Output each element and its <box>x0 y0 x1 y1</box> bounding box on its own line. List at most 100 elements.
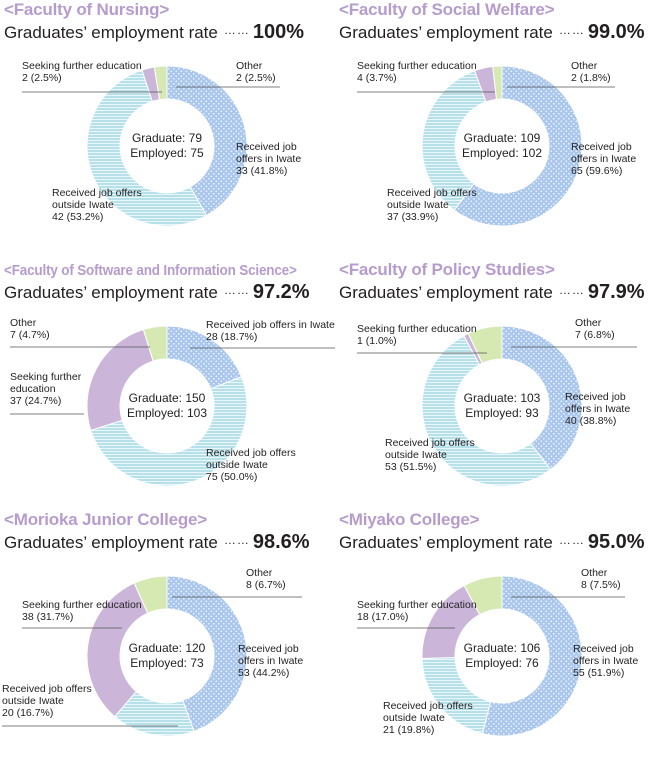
employment-rate-label: Graduates’ employment rate <box>4 533 218 552</box>
slice-label-further: 1 (1.0%) <box>357 335 397 347</box>
slice-iwate <box>481 575 583 737</box>
slice-label-other: Other <box>571 60 598 72</box>
slice-label-iwate: 53 (44.2%) <box>238 667 289 679</box>
center-graduate-count: Graduate: 109 <box>464 131 541 145</box>
slice-outside <box>421 70 487 211</box>
center-graduate-count: Graduate: 79 <box>132 131 202 145</box>
slice-label-other: 8 (6.7%) <box>246 579 286 591</box>
employment-rate-value: 99.0% <box>587 21 645 43</box>
slice-label-outside: outside Iwate <box>387 199 449 211</box>
center-graduate-count: Graduate: 150 <box>129 391 206 405</box>
slice-label-further: Seeking further education <box>357 599 477 611</box>
chart-title: <Faculty of Social Welfare> <box>339 0 555 19</box>
slice-label-further: education <box>10 383 56 395</box>
slice-other <box>467 325 503 365</box>
slice-label-further: Seeking further education <box>357 323 477 335</box>
center-employed-count: Employed: 73 <box>130 656 204 670</box>
slice-label-outside: 37 (33.9%) <box>387 211 438 223</box>
slice-label-further: Seeking further education <box>357 60 477 72</box>
slice-label-iwate: 33 (41.8%) <box>236 165 287 177</box>
center-graduate-count: Graduate: 106 <box>464 641 541 655</box>
slice-label-iwate: offers in Iwate <box>573 655 638 667</box>
slice-label-other: 2 (1.8%) <box>571 72 611 84</box>
employment-rate-value: 98.6% <box>252 531 310 553</box>
employment-rate-label: Graduates’ employment rate <box>4 23 218 42</box>
slice-label-iwate: offers in Iwate <box>565 403 630 415</box>
slice-label-further: 38 (31.7%) <box>22 611 73 623</box>
slice-label-outside: Received job offers <box>385 437 475 449</box>
slice-label-iwate: offers in Iwate <box>571 153 636 165</box>
slice-label-other: 7 (6.8%) <box>575 329 615 341</box>
slice-outside <box>90 376 248 487</box>
leader-dots: …… <box>558 283 585 297</box>
slice-label-other: 8 (7.5%) <box>581 579 621 591</box>
slice-outside <box>421 335 552 487</box>
slice-other <box>153 65 168 101</box>
slice-other <box>133 575 168 614</box>
slice-label-other: 7 (4.7%) <box>10 329 50 341</box>
slice-label-other: Other <box>246 567 273 579</box>
leader-dots: …… <box>558 23 585 37</box>
slice-label-outside: 53 (51.5%) <box>385 461 436 473</box>
slice-label-iwate: 28 (18.7%) <box>206 331 257 343</box>
slice-label-further: 4 (3.7%) <box>357 72 397 84</box>
center-employed-count: Employed: 93 <box>465 406 539 420</box>
slice-label-outside: outside Iwate <box>385 449 447 461</box>
slice-label-further: Seeking further education <box>22 60 142 72</box>
slice-label-other: Other <box>236 60 263 72</box>
slice-iwate <box>453 65 583 227</box>
leader-dots: …… <box>223 533 250 547</box>
slice-label-iwate: Received job <box>238 643 299 655</box>
slice-label-outside: 20 (16.7%) <box>2 707 53 719</box>
employment-rate-value: 97.2% <box>252 281 310 303</box>
slice-label-further: 18 (17.0%) <box>357 611 408 623</box>
employment-rate-value: 100% <box>252 21 305 43</box>
slice-label-iwate: Received job <box>565 391 626 403</box>
slice-further <box>86 582 149 718</box>
slice-label-iwate: 65 (59.6%) <box>571 165 622 177</box>
slice-label-other: Other <box>581 567 608 579</box>
employment-rate-label: Graduates’ employment rate <box>339 283 553 302</box>
chart-title: <Faculty of Software and Information Sci… <box>4 262 297 279</box>
slice-label-outside: Received job offers <box>206 447 296 459</box>
employment-rate-line: Graduates’ employment rate ……97.2% <box>4 281 310 304</box>
employment-rate-value: 95.0% <box>587 531 645 553</box>
employment-rate-line: Graduates’ employment rate……95.0% <box>339 531 645 554</box>
slice-label-iwate: Received job offers in Iwate <box>206 319 335 331</box>
slice-label-iwate: offers in Iwate <box>236 153 301 165</box>
center-employed-count: Employed: 76 <box>465 656 539 670</box>
employment-rate-value: 97.9% <box>587 281 645 303</box>
slice-label-outside: 21 (19.8%) <box>383 724 434 736</box>
slice-label-further: 37 (24.7%) <box>10 395 61 407</box>
slice-label-further: Seeking further education <box>22 599 142 611</box>
chart-title: <Faculty of Policy Studies> <box>339 260 555 279</box>
leader-dots: …… <box>223 23 250 37</box>
employment-rate-label: Graduates’ employment rate <box>4 283 218 302</box>
slice-label-outside: Received job offers <box>52 187 142 199</box>
slice-label-outside: outside Iwate <box>52 199 114 211</box>
slice-label-outside: Received job offers <box>387 187 477 199</box>
slice-label-outside: outside Iwate <box>206 459 268 471</box>
slice-label-iwate: Received job <box>571 141 632 153</box>
slice-label-outside: Received job offers <box>383 700 473 712</box>
slice-label-other: 2 (2.5%) <box>236 72 276 84</box>
slice-other <box>463 575 503 616</box>
chart-title: <Morioka Junior College> <box>4 510 208 529</box>
slice-other <box>142 325 168 362</box>
slice-label-iwate: 40 (38.8%) <box>565 415 616 427</box>
employment-rate-line: Graduates’ employment rate……99.0% <box>339 21 645 44</box>
chart-title: <Faculty of Nursing> <box>4 0 170 19</box>
slice-label-further: Seeking further <box>10 371 82 383</box>
slice-label-iwate: offers in Iwate <box>238 655 303 667</box>
leader-dots: …… <box>223 283 250 297</box>
slice-label-iwate: Received job <box>573 643 634 655</box>
